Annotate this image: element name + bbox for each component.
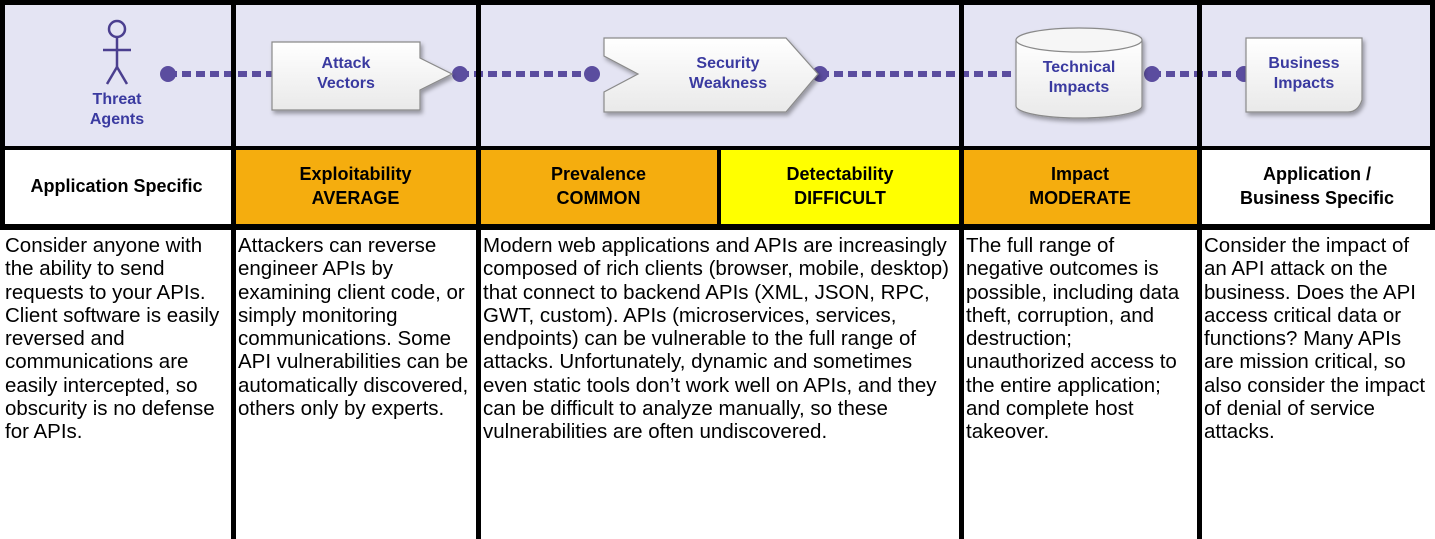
- header-col3-line1: Prevalence: [550, 164, 647, 184]
- attack-vectors-label: Attack Vectors: [317, 55, 375, 92]
- grid-line-left: [0, 0, 5, 230]
- business-impacts-label: Business Impacts: [1268, 55, 1340, 92]
- grid-line-col-1: [231, 0, 236, 539]
- body-technical-impacts: The full range of negative outcomes is p…: [966, 234, 1180, 444]
- header-col4-line2: DIFFICULT: [794, 188, 886, 208]
- grid-line-col-2: [476, 0, 481, 539]
- header-col6-line1: Application /: [1263, 164, 1371, 184]
- header-col2-line2: AVERAGE: [311, 188, 400, 208]
- header-impact: Impact MODERATE: [961, 148, 1199, 224]
- attack-vectors-shape: [271, 41, 454, 111]
- technical-impacts-label: Technical Impacts: [1042, 59, 1116, 96]
- technical-impacts-cylinder: [1015, 27, 1143, 119]
- body-threat-agents: Consider anyone with the ability to send…: [5, 234, 220, 444]
- connector-3: [812, 66, 1012, 82]
- header-col3-line2: COMMON: [556, 188, 641, 208]
- body-attack-vectors: Attackers can reverse engineer APIs by e…: [238, 234, 469, 421]
- header-col1-line1: Application Specific: [30, 176, 203, 196]
- flow-diagram: [103, 19, 1363, 119]
- connector-1: [160, 66, 272, 82]
- threat-agents-label: Threat Agents: [89, 91, 145, 128]
- grid-line-right: [1430, 0, 1435, 230]
- grid-line-col-3: [717, 148, 721, 228]
- grid-line-col-4: [959, 0, 964, 539]
- header-prevalence: Prevalence COMMON: [478, 148, 719, 224]
- grid-line-top: [0, 0, 1435, 5]
- business-impacts-document: [1245, 37, 1363, 113]
- grid-line-col-5: [1197, 0, 1202, 539]
- header-application-specific: Application Specific: [0, 148, 233, 224]
- header-col5-line1: Impact: [1050, 164, 1110, 184]
- body-business-impacts: Consider the impact of an API attack on …: [1204, 234, 1426, 444]
- header-business-specific: Application / Business Specific: [1199, 148, 1435, 224]
- header-col2-line1: Exploitability: [299, 164, 412, 184]
- header-col6-line2: Business Specific: [1239, 188, 1395, 208]
- security-weakness-shape: [603, 37, 819, 113]
- connector-2: [452, 66, 600, 82]
- header-col5-line2: MODERATE: [1029, 188, 1131, 208]
- flow-band: Threat Agents Attack Vectors Security We…: [0, 0, 1435, 148]
- header-detectability: Detectability DIFFICULT: [719, 148, 961, 224]
- body-security-weakness: Modern web applications and APIs are inc…: [483, 234, 950, 444]
- header-exploitability: Exploitability AVERAGE: [233, 148, 478, 224]
- header-col4-line1: Detectability: [786, 164, 894, 184]
- security-weakness-label: Security Weakness: [689, 55, 767, 92]
- band-cell-1: [0, 0, 233, 148]
- person-icon: [103, 19, 131, 85]
